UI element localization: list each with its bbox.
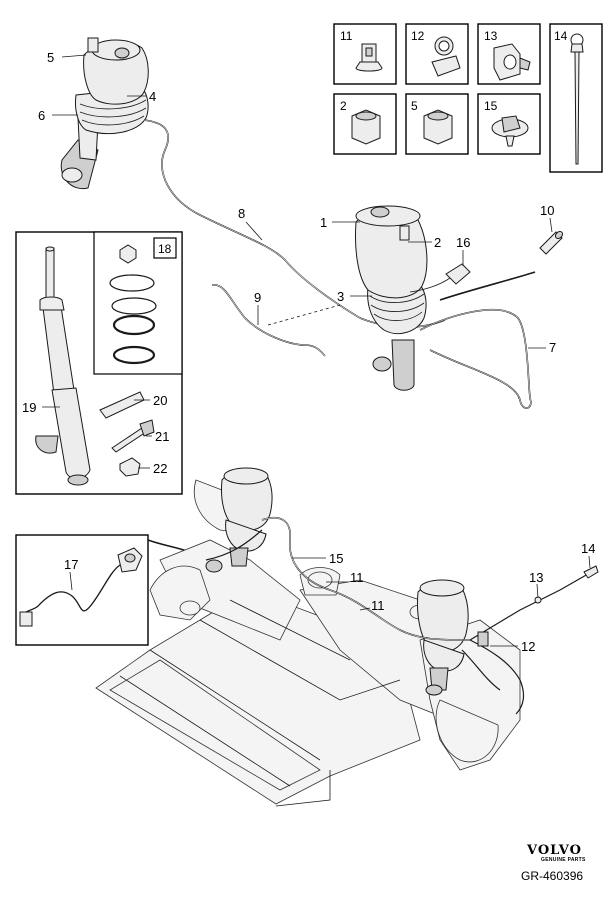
bracket-clip-icon <box>493 43 531 81</box>
callout-4: 4 <box>149 89 156 104</box>
reference-number: GR-460396 <box>521 869 583 883</box>
height-sensor-17 <box>19 547 143 627</box>
leader-13 <box>536 583 539 599</box>
hardware-box-15: 15 <box>477 93 541 155</box>
callout-8: 8 <box>238 206 245 221</box>
clip-icon <box>355 43 383 72</box>
svg-text:18: 18 <box>158 242 172 256</box>
hardware-box-2: 2 <box>333 93 397 155</box>
svg-text:VOLVO: VOLVO <box>526 843 582 858</box>
volvo-logo: VOLVO GENUINE PARTS <box>526 843 586 863</box>
callout-16: 16 <box>456 235 470 250</box>
callout-11b: 11 <box>371 598 385 613</box>
hardware-box-label: 13 <box>484 29 498 43</box>
leader-11b <box>359 607 371 611</box>
callout-2: 2 <box>434 235 441 250</box>
svg-text:GENUINE PARTS: GENUINE PARTS <box>541 857 586 863</box>
push-clip-icon <box>491 115 529 147</box>
bolt-22 <box>119 457 141 477</box>
hardware-box-5: 5 <box>405 93 469 155</box>
wiring-harness <box>205 516 599 715</box>
callout-21: 21 <box>155 429 169 444</box>
air-pipe-8 <box>143 119 446 329</box>
callout-7: 7 <box>549 340 556 355</box>
callout-1: 1 <box>320 215 327 230</box>
hardware-box-11: 11 <box>333 23 397 85</box>
callout-17: 17 <box>64 557 78 572</box>
callout-14: 14 <box>581 541 595 556</box>
air-spring-installed-left <box>205 467 273 573</box>
cable-tie-icon <box>570 33 584 165</box>
air-pipe-9 <box>211 284 326 357</box>
dashed-leader-9 <box>267 304 341 326</box>
callout-9: 9 <box>254 290 261 305</box>
air-pipe-7 <box>419 271 536 409</box>
callout-6: 6 <box>38 108 45 123</box>
leader-10 <box>549 217 553 233</box>
callout-22: 22 <box>153 461 167 476</box>
hardware-box-12: 12 <box>405 23 469 85</box>
kit-label-18: 18 <box>153 237 177 259</box>
callout-13: 13 <box>529 570 543 585</box>
sleeve-10 <box>539 230 564 255</box>
callout-10: 10 <box>540 203 554 218</box>
callout-19: 19 <box>22 400 36 415</box>
hardware-box-label: 11 <box>340 29 353 43</box>
leader-8 <box>245 221 263 241</box>
nut-icon <box>423 109 453 145</box>
bolt-21 <box>111 419 155 453</box>
leader-5 <box>61 54 87 58</box>
height-sensor-box <box>15 534 149 646</box>
air-strut-assembly-left <box>60 37 149 190</box>
nut-icon <box>351 109 381 145</box>
hardware-box-label: 2 <box>340 99 347 113</box>
ring-clip-icon <box>431 36 461 77</box>
air-strut-assembly-center <box>355 205 428 391</box>
shock-absorber-panel <box>15 231 183 495</box>
hardware-box-label: 15 <box>484 99 498 113</box>
hardware-box-14: 14 <box>549 23 603 173</box>
hardware-box-label: 5 <box>411 99 418 113</box>
leader-17 <box>69 571 73 591</box>
seal-kit-18 <box>109 244 157 365</box>
leader-14 <box>588 555 591 569</box>
shock-absorber-19 <box>35 246 91 486</box>
callout-3: 3 <box>337 289 344 304</box>
air-spring-installed-right <box>417 579 469 696</box>
hardware-box-label: 14 <box>554 29 568 43</box>
callout-5: 5 <box>47 50 54 65</box>
hardware-box-label: 12 <box>411 29 425 43</box>
callout-11a: 11 <box>350 570 364 585</box>
hardware-box-13: 13 <box>477 23 541 85</box>
connector-16 <box>409 263 471 293</box>
callout-15: 15 <box>329 551 343 566</box>
callout-20: 20 <box>153 393 167 408</box>
callout-12: 12 <box>521 639 535 654</box>
